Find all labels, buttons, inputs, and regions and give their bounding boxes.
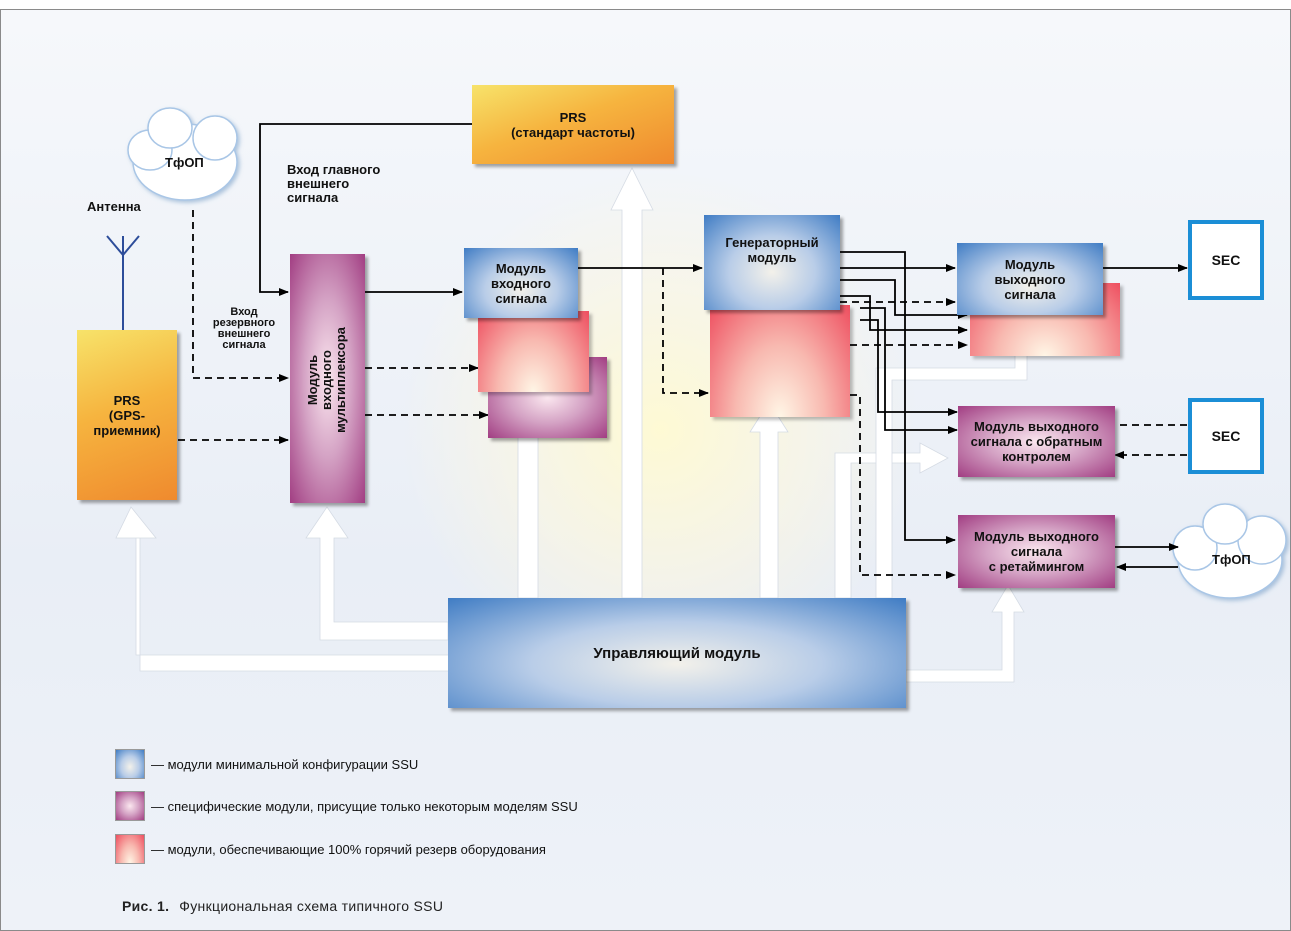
caption-label: Рис. 1. [122,898,170,914]
legend-text: — специфические модули, присущие только … [151,798,578,814]
reserve-input-label: Вход резервного внешнего сигнала [212,306,276,351]
legend-text: — модули минимальной конфигурации SSU [151,756,419,772]
legend-item-minimal: — модули минимальной конфигурации SSU [115,749,418,779]
tfop-cloud-right [1172,503,1287,599]
generator-module-reserve [710,305,850,417]
main-input-label: Вход главного внешнего сигнала [287,162,381,205]
generator-module: Генераторный модуль [704,215,840,310]
solid-links [259,123,1188,571]
legend-text: — модули, обеспечивающие 100% горячий ре… [151,841,546,857]
input-multiplexer-module: Модуль входного мультиплексора [290,254,365,503]
legend-item-specific: — специфические модули, присущие только … [115,791,578,821]
antenna-label: Антенна [87,199,141,214]
legend-item-reserve: — модули, обеспечивающие 100% горячий ре… [115,834,546,864]
tfop-label-left: ТфОП [165,155,204,170]
input-signal-module: Модуль входного сигнала [464,248,578,318]
caption-text: Функциональная схема типичного SSU [179,898,444,914]
sec-box-middle: SEC [1188,398,1264,474]
tfop-cloud-left [127,107,238,201]
input-module-reserve [478,311,589,392]
control-module: Управляющий модуль [448,598,906,708]
prs-gps-receiver: PRS (GPS- приемник) [77,330,177,500]
legend-swatch-red [115,834,145,864]
antenna-icon [106,235,140,330]
legend-swatch-blue [115,749,145,779]
legend-swatch-purple [115,791,145,821]
output-signal-module: Модуль выходного сигнала [957,243,1103,315]
dashed-links [178,210,1187,579]
figure-caption: Рис. 1. Функциональная схема типичного SS… [122,898,443,914]
sec-box-top: SEC [1188,220,1264,300]
input-multiplexer-label: Модуль входного мультиплексора [305,327,348,433]
output-feedback-module: Модуль выходного сигнала с обратным конт… [958,406,1115,477]
output-retiming-module: Модуль выходного сигнала с ретаймингом [958,515,1115,588]
prs-frequency-standard: PRS (стандарт частоты) [472,85,674,164]
tfop-label-right: ТфОП [1212,552,1251,567]
